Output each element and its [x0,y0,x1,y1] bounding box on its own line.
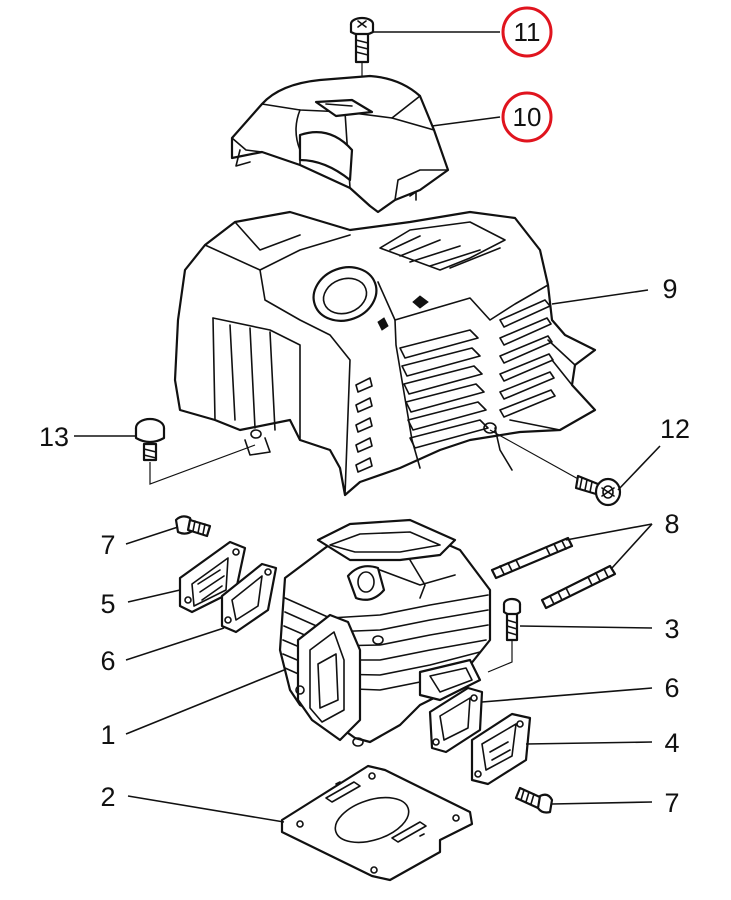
part-10-top-cover [230,74,450,214]
callout-9: 9 [662,274,677,304]
part-3-bolt [487,597,522,673]
part-9-engine-shroud [173,210,597,497]
callout-3: 3 [664,614,679,644]
callout-8: 8 [664,509,679,539]
part-11-screw [349,16,375,110]
part-4-plate [470,712,532,786]
shroud-louvers-front [399,329,489,449]
callout-2: 2 [100,782,115,812]
part-7-screw-upper [174,515,212,538]
part-1-cylinder [278,518,492,747]
callout-11: 11 [514,17,541,47]
part-8-studs [490,536,617,610]
leader-lines [74,31,661,823]
callout-7-lower: 7 [664,788,679,818]
part-7-screw-lower [514,786,554,814]
callout-6-right: 6 [664,673,679,703]
callout-11-highlight-ring [501,6,553,58]
part-2-base-gasket [280,764,474,882]
callout-10: 10 [513,102,542,132]
callout-12: 12 [660,414,690,444]
shroud-side-slots [355,377,373,473]
callout-1: 1 [100,720,115,750]
part-13-screw [134,417,256,485]
part-6-gasket-right [428,686,484,754]
callout-6-left: 6 [100,646,115,676]
part-12-screw [489,429,622,507]
callout-13: 13 [39,422,69,452]
callout-10-highlight-ring [501,91,553,143]
part-6-gasket-left [220,562,278,634]
callout-7-upper: 7 [100,530,115,560]
callout-5: 5 [100,589,115,619]
callout-4: 4 [664,728,679,758]
